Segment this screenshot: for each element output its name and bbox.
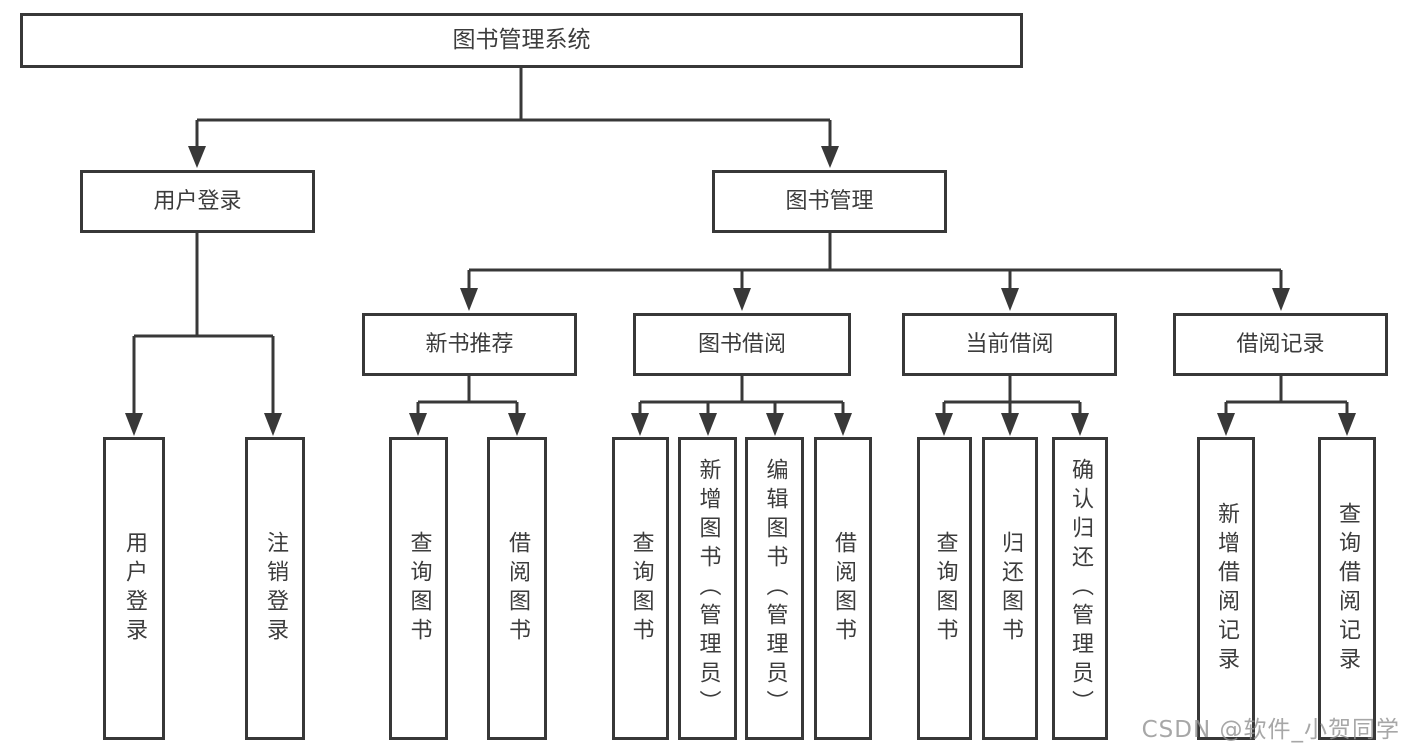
arrowhead-icon	[733, 288, 751, 311]
arrowhead-icon	[264, 413, 282, 436]
leaf-query-books-2-label: 查询图书	[628, 530, 654, 647]
node-root: 图书管理系统	[20, 13, 1023, 68]
node-borrow-records: 借阅记录	[1173, 313, 1388, 376]
connector-root-to-level2	[188, 68, 839, 168]
arrowhead-icon	[460, 288, 478, 311]
leaf-confirm-return-admin-label: 确认归还（管理员）	[1068, 458, 1093, 719]
arrowhead-icon	[1217, 413, 1235, 436]
connector-bookmgmt-to-level3	[460, 233, 1290, 311]
leaf-query-books-1-label: 查询图书	[406, 530, 432, 647]
arrowhead-icon	[1001, 413, 1019, 436]
leaf-borrow-books-1-label: 借阅图书	[505, 530, 530, 647]
leaf-logout-login: 注销登录	[245, 437, 305, 740]
leaf-logout-login-label: 注销登录	[263, 530, 288, 647]
connector-current-to-leaves	[935, 376, 1089, 436]
leaf-query-borrow-record-label: 查询借阅记录	[1335, 501, 1360, 676]
node-user-login-label: 用户登录	[153, 188, 242, 214]
leaf-edit-books-admin: 编辑图书（管理员）	[745, 437, 804, 740]
leaf-add-books-admin: 新增图书（管理员）	[678, 437, 737, 740]
node-current-borrowing: 当前借阅	[902, 313, 1117, 376]
node-current-borrowing-label: 当前借阅	[965, 331, 1054, 357]
leaf-query-borrow-record: 查询借阅记录	[1318, 437, 1376, 740]
leaf-borrow-books-1: 借阅图书	[487, 437, 547, 740]
leaf-user-login: 用户登录	[103, 437, 165, 740]
arrowhead-icon	[834, 413, 852, 436]
node-new-book-recommend: 新书推荐	[362, 313, 577, 376]
node-book-borrowing: 图书借阅	[633, 313, 851, 376]
node-book-management: 图书管理	[712, 170, 947, 233]
leaf-borrow-books-2: 借阅图书	[814, 437, 872, 740]
arrowhead-icon	[766, 413, 784, 436]
leaf-borrow-books-2-label: 借阅图书	[831, 530, 856, 647]
connector-records-to-leaves	[1217, 376, 1356, 436]
connector-borrowing-to-leaves	[631, 376, 852, 436]
leaf-confirm-return-admin: 确认归还（管理员）	[1052, 437, 1108, 740]
leaf-query-books-3: 查询图书	[917, 437, 972, 740]
leaf-user-login-label: 用户登录	[122, 530, 147, 647]
node-user-login: 用户登录	[80, 170, 315, 233]
leaf-add-borrow-record-label: 新增借阅记录	[1214, 501, 1239, 676]
node-borrow-records-label: 借阅记录	[1236, 331, 1325, 357]
leaf-query-books-1: 查询图书	[389, 437, 448, 740]
arrowhead-icon	[1272, 288, 1290, 311]
leaf-query-books-3-label: 查询图书	[932, 530, 958, 647]
arrowhead-icon	[188, 146, 206, 168]
leaf-return-books-label: 归还图书	[998, 530, 1023, 647]
arrowhead-icon	[935, 413, 953, 436]
leaf-add-books-admin-label: 新增图书（管理员）	[695, 458, 721, 719]
arrowhead-icon	[699, 413, 717, 436]
node-book-management-label: 图书管理	[785, 188, 874, 214]
connector-newbook-to-leaves	[409, 376, 526, 436]
arrowhead-icon	[631, 413, 649, 436]
leaf-query-books-2: 查询图书	[612, 437, 669, 740]
node-book-borrowing-label: 图书借阅	[697, 331, 786, 357]
node-new-book-recommend-label: 新书推荐	[425, 331, 514, 357]
arrowhead-icon	[1338, 413, 1356, 436]
arrowhead-icon	[125, 413, 143, 436]
connector-userlogin-to-leaves	[125, 233, 282, 436]
leaf-edit-books-admin-label: 编辑图书（管理员）	[762, 458, 788, 719]
arrowhead-icon	[508, 413, 526, 436]
leaf-return-books: 归还图书	[982, 437, 1038, 740]
arrowhead-icon	[409, 413, 427, 436]
node-root-label: 图书管理系统	[452, 27, 591, 53]
arrowhead-icon	[821, 146, 839, 168]
leaf-add-borrow-record: 新增借阅记录	[1197, 437, 1255, 740]
arrowhead-icon	[1071, 413, 1089, 436]
arrowhead-icon	[1001, 288, 1019, 311]
